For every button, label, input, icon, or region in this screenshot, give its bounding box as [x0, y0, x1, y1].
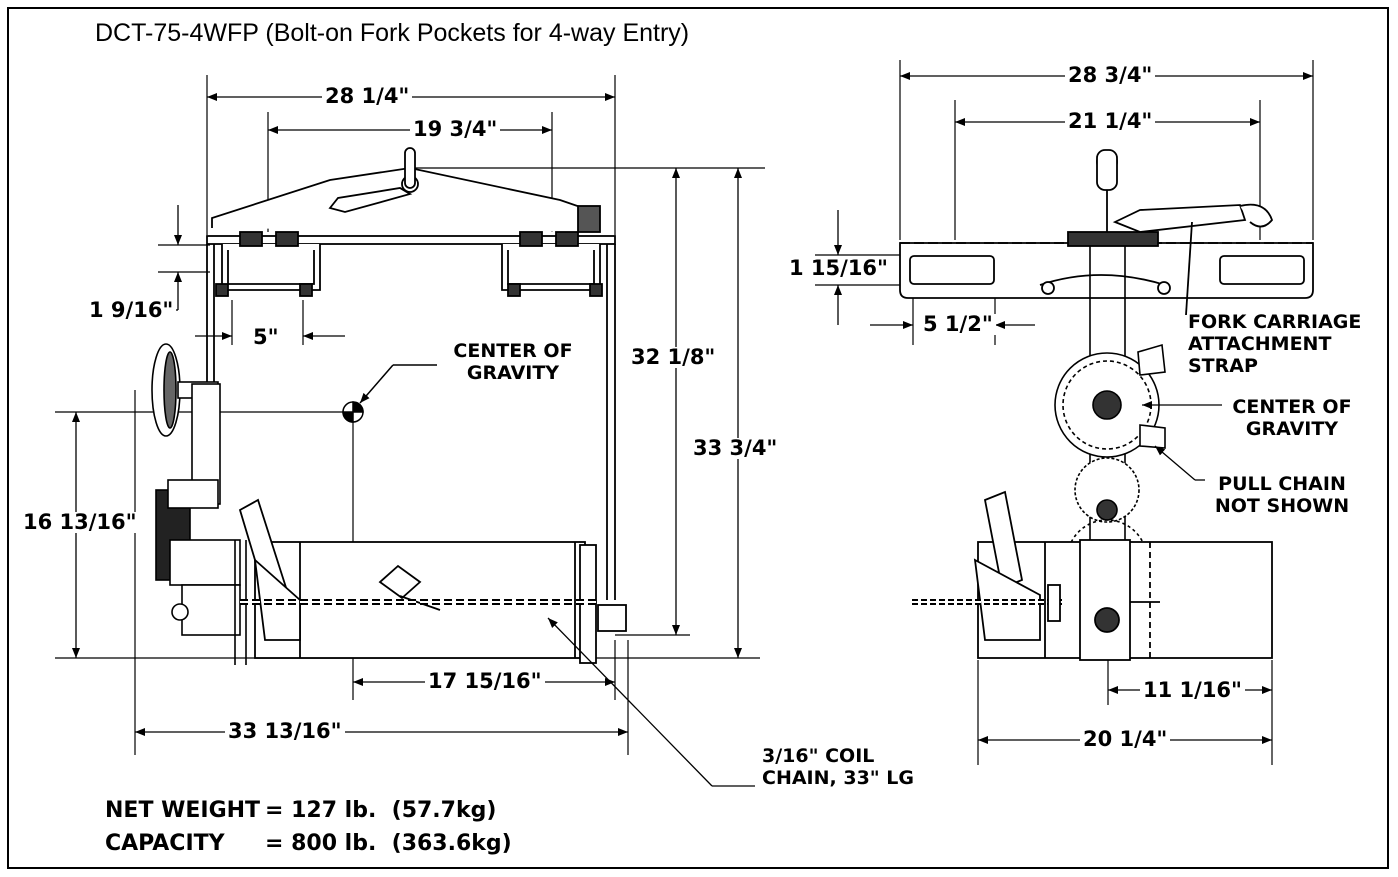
drawing-title: DCT-75-4WFP (Bolt-on Fork Pockets for 4-…: [95, 19, 690, 47]
dim-pocket-height-right: 1 15/16": [786, 258, 891, 279]
spec-capacity-value: = 800 lb. (363.6kg): [265, 831, 512, 856]
dim-pocket-spacing: 19 3/4": [410, 119, 501, 140]
left-center-of-gravity-symbol: [342, 364, 437, 423]
right-front-view: [815, 60, 1314, 765]
right-fork-beam: [899, 231, 1314, 299]
dim-cg-to-end: 17 15/16": [425, 671, 545, 692]
spec-net-weight-label: NET WEIGHT: [105, 798, 261, 823]
dim-pocket-width-right: 5 1/2": [920, 314, 996, 335]
left-frame: [206, 147, 616, 600]
dim-cg-offset-right: 11 1/16": [1140, 680, 1245, 701]
spec-net-weight-value: = 127 lb. (57.7kg): [265, 798, 497, 823]
dim-overall-bottom-width: 33 13/16": [225, 721, 345, 742]
spec-capacity-label: CAPACITY: [105, 831, 225, 856]
chain-leader: [547, 617, 755, 787]
label-center-of-gravity-right: CENTER OF GRAVITY: [1232, 396, 1352, 440]
dim-cg-height: 16 13/16": [20, 512, 140, 533]
dim-pocket-width: 5": [250, 327, 282, 348]
drawing-border: [7, 7, 1389, 869]
label-fork-carriage-strap: FORK CARRIAGE ATTACHMENT STRAP: [1188, 311, 1362, 377]
right-leaders: [1142, 401, 1222, 481]
right-drum: [912, 490, 1273, 661]
right-gear-assembly: [1054, 246, 1166, 601]
label-coil-chain: 3/16" COIL CHAIN, 33" LG: [762, 745, 915, 789]
right-shackle-strap: [1096, 149, 1274, 316]
dim-overall-top-width: 28 1/4": [322, 86, 413, 107]
left-side-view: [55, 75, 765, 787]
dim-drum-width-right: 20 1/4": [1080, 729, 1171, 750]
right-extension-lines: [815, 60, 1314, 765]
dim-pocket-centers-right: 21 1/4": [1065, 111, 1156, 132]
dim-hook-height: 32 1/8": [628, 347, 719, 368]
dim-overall-height: 33 3/4": [690, 438, 781, 459]
label-center-of-gravity-left: CENTER OF GRAVITY: [453, 340, 573, 384]
dim-pocket-height: 1 9/16": [86, 300, 177, 321]
left-handwheel: [151, 343, 247, 665]
dim-overall-width-right: 28 3/4": [1065, 65, 1156, 86]
label-pull-chain: PULL CHAIN NOT SHOWN: [1214, 473, 1350, 517]
